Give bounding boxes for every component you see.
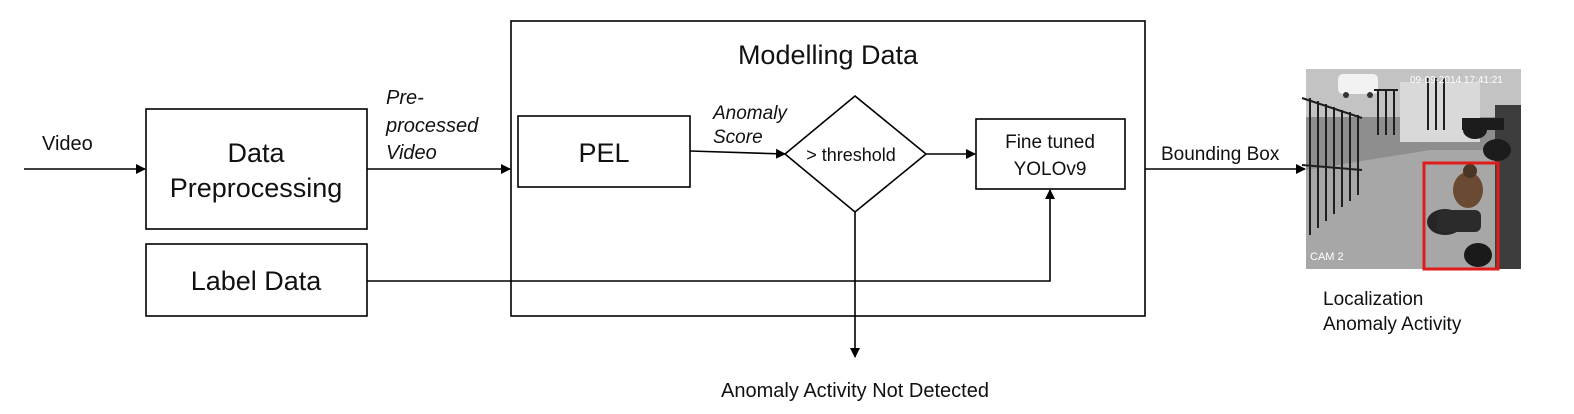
preprocessed-video-label-line1: Pre- (386, 87, 424, 109)
anomaly-score-label-line1: Anomaly (712, 103, 788, 124)
localization-label-line2: Anomaly Activity (1323, 314, 1462, 335)
label-data-to-yolo-arrow (367, 189, 1055, 282)
person-on-motorbike-icon (1427, 164, 1492, 267)
bounding-box-label: Bounding Box (1161, 144, 1280, 165)
label-data-box (145, 243, 368, 317)
pel-box (517, 115, 691, 188)
preprocessed-video-label-line3: Video (386, 142, 437, 164)
not-detected-label: Anomaly Activity Not Detected (721, 380, 989, 402)
preprocessed-video-label-line2: processed (385, 115, 479, 137)
car-icon (1338, 74, 1378, 98)
data-preprocessing-label-line1: Data (227, 138, 285, 168)
anomaly-score-arrow (689, 148, 786, 159)
cctv-frame-image: 09-09-2014 17:41:21 CAM 2 (1301, 69, 1521, 271)
video-input-label: Video (42, 133, 93, 155)
detection-bounding-box (1422, 161, 1500, 271)
parked-motorbike-icon (1462, 118, 1511, 161)
data-preprocessing-label-line2: Preprocessing (170, 173, 343, 203)
frame-timestamp: 09-09-2014 17:41:21 (1410, 75, 1503, 86)
frame-camera-label: CAM 2 (1310, 251, 1344, 263)
threshold-label: > threshold (806, 145, 896, 165)
pel-label: PEL (578, 138, 629, 168)
localization-label-line1: Localization (1323, 289, 1423, 310)
yolo-label-line2: YOLOv9 (1014, 159, 1087, 180)
anomaly-score-label-line2: Score (713, 127, 763, 148)
label-data-label: Label Data (191, 266, 323, 296)
yolo-box (975, 118, 1126, 190)
yolo-label-line1: Fine tuned (1005, 132, 1095, 153)
data-preprocessing-box (145, 108, 368, 230)
modelling-data-title: Modelling Data (738, 40, 919, 70)
